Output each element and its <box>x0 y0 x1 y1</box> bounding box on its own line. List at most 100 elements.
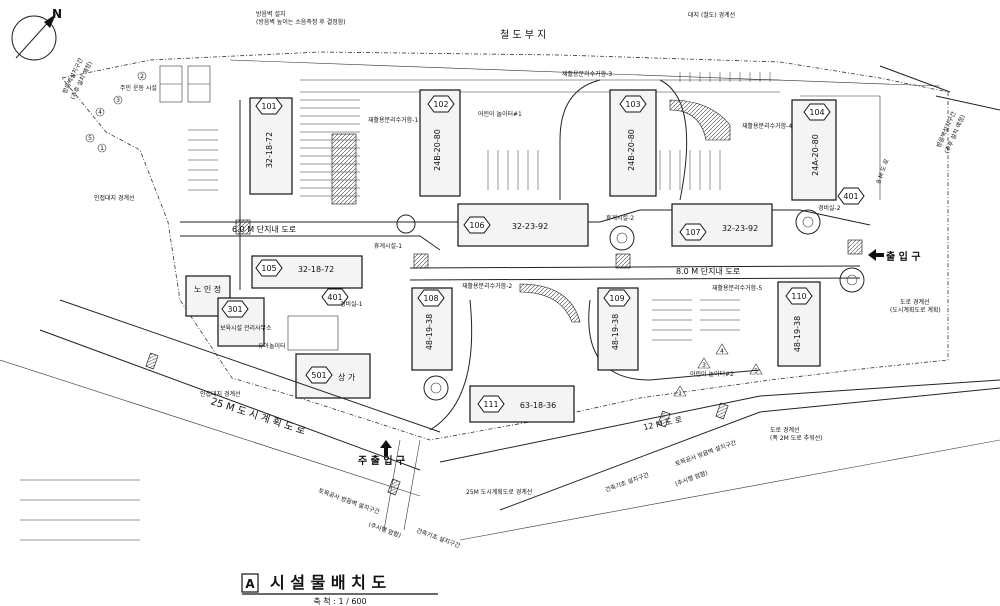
drawing-scale: 축 척 : 1 / 600 <box>313 597 366 606</box>
svg-text:401: 401 <box>327 293 342 302</box>
kindergarten-label: 유아놀이터 <box>258 342 286 350</box>
rail-boundary-line <box>229 59 941 87</box>
road-6m-label: 6.0 M 단지내 도로 <box>232 224 296 234</box>
rail-boundary-label: 대지 (철도) 경계선 <box>688 11 735 19</box>
neighbor-boundary-label-south: 인접대지 경계선 <box>200 390 241 398</box>
svg-text:106: 106 <box>469 221 484 230</box>
road-boundary-25m-label: 25M 도시계획도로 경계선 <box>466 488 532 496</box>
svg-text:24B-20-80: 24B-20-80 <box>433 129 442 171</box>
ramp-north <box>669 99 731 141</box>
svg-text:3: 3 <box>116 97 120 104</box>
central-parking-structure <box>331 133 357 205</box>
svg-text:1: 1 <box>678 390 682 397</box>
facility-401-west: 401 <box>321 288 349 306</box>
building-109: 109 48-19-38 <box>603 289 631 350</box>
svg-text:5: 5 <box>88 135 92 142</box>
svg-text:5: 5 <box>754 368 758 375</box>
soundwall-markers <box>145 219 863 496</box>
sports-courts <box>159 65 211 103</box>
svg-text:32-18-72: 32-18-72 <box>298 265 334 274</box>
playground-1-label: 어린이 놀이터#1 <box>478 110 522 118</box>
svg-text:301: 301 <box>227 305 242 314</box>
main-gate-label: 주 출 입 구 <box>358 454 405 467</box>
svg-text:101: 101 <box>261 102 276 111</box>
nursery-office-label: 보육시설 관리사무소 <box>220 324 272 332</box>
svg-text:24B-20-80: 24B-20-80 <box>627 129 636 171</box>
main-entrance-arrow-icon <box>380 440 392 456</box>
svg-text:32-23-92: 32-23-92 <box>512 222 548 231</box>
north-compass-icon: N <box>11 7 62 61</box>
road-boundary-12m-note: (폭 2M 도로 추워선) <box>770 434 823 442</box>
rest-1-label: 휴게시설-1 <box>374 242 402 250</box>
north-letter: N <box>52 7 62 21</box>
garbage-5-label: 재활용분리수거함-5 <box>712 284 762 292</box>
title-block: A 시 설 물 배 치 도 축 척 : 1 / 600 <box>241 573 438 606</box>
svg-text:111: 111 <box>483 400 498 409</box>
soundwall-zone-2-note: (추시행 암함) <box>367 520 402 539</box>
east-entrance-label: 출 입 구 <box>886 250 921 263</box>
garbage-1-label: 재활용분리수거함-1 <box>368 116 418 124</box>
internal-roads <box>180 79 881 431</box>
road-boundary-12m-label: 도로 경계선 <box>770 426 800 434</box>
soundwall-label: 방음벽 설치 <box>256 10 286 18</box>
svg-text:3: 3 <box>702 362 706 369</box>
svg-text:108: 108 <box>423 294 438 303</box>
road-boundary-east-label: 도로 경계선 <box>900 298 930 306</box>
svg-text:104: 104 <box>809 108 824 117</box>
playground-2-label: 어린이 놀이터#2 <box>690 370 734 378</box>
building-104: 104 24A-20-80 <box>803 103 831 176</box>
guard-1-label: 경비실-1 <box>340 300 363 308</box>
road-8m-side-label: 8 M 도 로 <box>875 158 891 185</box>
svg-text:110: 110 <box>791 292 806 301</box>
neighbor-boundary-label-north: 인접대지 경계선 <box>94 194 135 202</box>
roundabouts <box>396 209 865 401</box>
building-108: 108 48-19-38 <box>417 289 445 350</box>
soundwall-zone-6-label: 건축기초 설치구간 <box>415 526 461 549</box>
title-badge-box <box>241 573 259 593</box>
building-105: 105 32-18-72 <box>255 259 334 277</box>
svg-text:48-19-38: 48-19-38 <box>425 314 434 350</box>
road-boundary-east-note: (도시계획도로 계획) <box>890 306 941 314</box>
facility-401-east: 401 <box>837 187 865 205</box>
building-101: 101 32-18-72 <box>255 97 283 168</box>
facility-301: 301 <box>221 300 249 318</box>
rest-2-label: 휴게시설-2 <box>606 214 634 222</box>
svg-text:24A-20-80: 24A-20-80 <box>811 134 820 176</box>
svg-text:32-18-72: 32-18-72 <box>265 132 274 168</box>
svg-text:1: 1 <box>100 145 104 152</box>
svg-text:401: 401 <box>843 192 858 201</box>
garbage-2-label: 재활용분리수거함-2 <box>462 282 512 290</box>
ramp-south <box>519 283 581 323</box>
drawing-title: 시 설 물 배 치 도 <box>270 573 386 592</box>
east-entrance-arrow-icon <box>868 249 884 261</box>
svg-text:103: 103 <box>625 100 640 109</box>
soundwall-zone-2-label: 토목공사 방음벽 설치구간 <box>317 486 381 516</box>
building-111: 111 63-18-36 <box>477 395 556 413</box>
building-103: 103 24B-20-80 <box>619 95 647 171</box>
svg-text:48-19-38: 48-19-38 <box>611 314 620 350</box>
svg-text:32-23-92: 32-23-92 <box>722 224 758 233</box>
svg-text:102: 102 <box>433 100 448 109</box>
guard-2-label: 경비실-2 <box>818 204 841 212</box>
resident-sports-label: 주민 운동 시설 <box>120 84 157 92</box>
garbage-3-label: 재활용분리수거함-3 <box>562 70 612 78</box>
svg-text:501: 501 <box>311 371 326 380</box>
building-106: 106 32-23-92 <box>463 216 548 234</box>
external-roads <box>0 65 1000 541</box>
building-102: 102 24B-20-80 <box>427 95 455 171</box>
soundwall-zone-5-label: 건축기초 설치구간 <box>604 470 650 493</box>
soundwall-zone-3-note: (추시행 암함) <box>674 469 709 488</box>
numbered-markers-west: 2 3 4 5 1 <box>85 71 147 153</box>
svg-text:48-19-38: 48-19-38 <box>793 316 802 352</box>
title-badge: A <box>245 577 255 591</box>
soundwall-zone-3-label: 토목공사 방음벽 설치구간 <box>674 438 738 468</box>
garbage-4-label: 재활용분리수거함-4 <box>742 122 792 130</box>
svg-text:4: 4 <box>98 109 102 116</box>
road-25m-label: 25 M 도 시 계 획 도 로 <box>209 395 307 437</box>
store-label: 상 가 <box>338 372 356 382</box>
road-8m-label: 8.0 M 단지내 도로 <box>676 266 740 276</box>
building-107: 107 32-23-92 <box>679 223 758 241</box>
building-110: 110 48-19-38 <box>785 287 813 352</box>
soundwall-note: (방음벽 높이는 소음측정 후 결정함) <box>256 18 346 26</box>
